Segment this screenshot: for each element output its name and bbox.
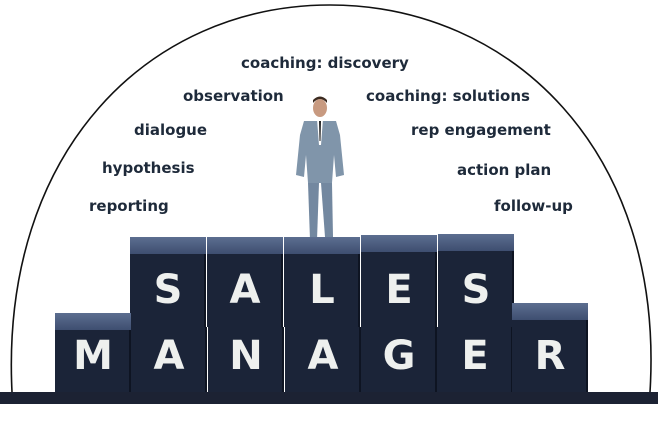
letter-block: A <box>131 327 207 393</box>
keyword-dialogue: dialogue <box>134 121 208 139</box>
letter-block: A <box>207 237 283 327</box>
block-letter: R <box>534 333 566 379</box>
keyword-rep-engagement: rep engagement <box>411 121 551 139</box>
keyword-coaching-solutions: coaching: solutions <box>366 87 530 105</box>
letter-block: M <box>55 313 131 393</box>
letter-block: R <box>512 303 588 393</box>
block-letter: L <box>309 267 335 313</box>
block-letter: A <box>307 333 339 379</box>
block-letter: S <box>153 267 183 313</box>
letter-block: E <box>437 327 513 393</box>
keyword-observation: observation <box>183 87 284 105</box>
letter-block: A <box>285 327 361 393</box>
letter-block: G <box>361 327 437 393</box>
letter-block: N <box>208 327 284 393</box>
keyword-reporting: reporting <box>89 197 169 215</box>
businessman-figurine <box>296 96 344 246</box>
block-letter: E <box>461 333 489 379</box>
letter-block: E <box>361 235 437 327</box>
block-letter: G <box>382 333 416 379</box>
block-letter: A <box>153 333 185 379</box>
keyword-coaching-discovery: coaching: discovery <box>241 54 409 72</box>
block-letter: M <box>73 333 113 379</box>
letter-block: S <box>438 234 514 327</box>
keyword-follow-up: follow-up <box>494 197 573 215</box>
keyword-hypothesis: hypothesis <box>102 159 195 177</box>
block-letter: S <box>461 267 491 313</box>
keyword-action-plan: action plan <box>457 161 552 179</box>
letter-block: S <box>130 237 206 327</box>
block-letter: N <box>229 333 263 379</box>
base-bar <box>0 392 658 404</box>
block-letter: A <box>229 267 261 313</box>
block-letter: E <box>385 267 413 313</box>
letter-block: L <box>284 237 360 327</box>
